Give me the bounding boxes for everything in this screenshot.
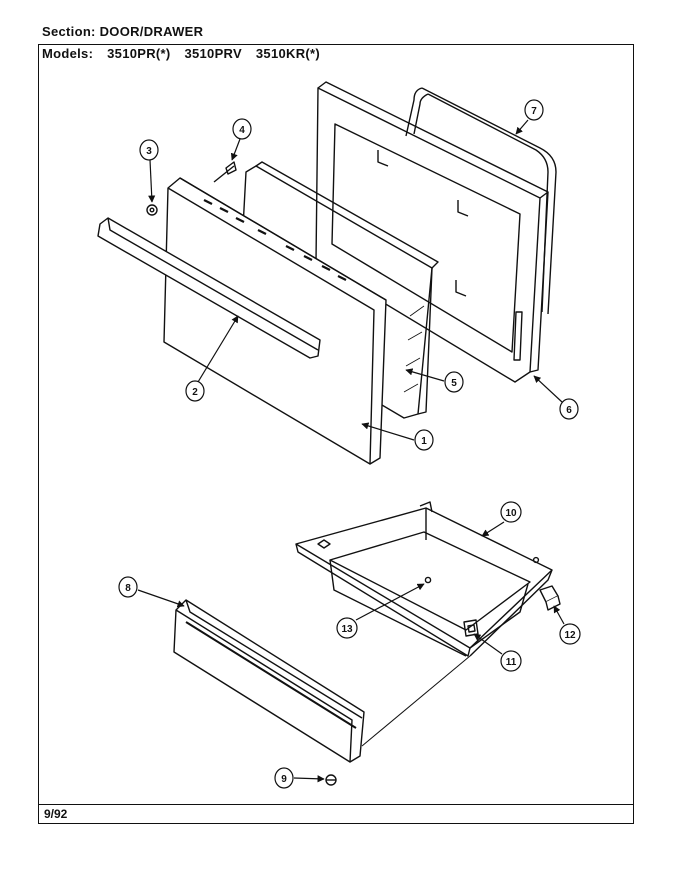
bumper-part-12 (539, 585, 561, 611)
callout-7: 7 (515, 99, 544, 135)
svg-text:2: 2 (192, 387, 198, 398)
model-1: 3510PRV (184, 46, 242, 61)
models-label: Models: (42, 46, 94, 61)
drawer-clip-part-11 (463, 619, 479, 637)
callout-5: 5 (405, 368, 464, 393)
section-value: DOOR/DRAWER (99, 24, 204, 39)
footer-date: 9/92 (44, 807, 68, 821)
drawer-front-part (173, 599, 365, 763)
callout-10: 10 (481, 501, 522, 537)
svg-text:11: 11 (506, 657, 517, 668)
footer-rule (38, 804, 634, 805)
model-0: 3510PR(*) (107, 46, 171, 61)
callout-3: 3 (139, 139, 159, 203)
door-gasket-part (405, 87, 557, 315)
drawer-body-part (295, 501, 553, 657)
svg-text:10: 10 (505, 508, 517, 519)
callout-9: 9 (274, 767, 325, 789)
door-inner-panel-part (237, 161, 439, 419)
callout-8: 8 (118, 576, 185, 608)
callout-1: 1 (361, 422, 434, 451)
svg-text:5: 5 (451, 378, 457, 389)
nut-part-3 (146, 204, 158, 216)
drawer-screws (424, 556, 540, 584)
svg-text:9: 9 (281, 774, 287, 785)
door-handle-part (97, 217, 321, 359)
section-label: Section: (42, 24, 96, 39)
callout-6: 6 (533, 375, 579, 420)
svg-text:12: 12 (564, 630, 576, 641)
section-title: Section: DOOR/DRAWER (42, 24, 203, 39)
callout-4: 4 (230, 118, 252, 161)
svg-text:13: 13 (341, 624, 353, 635)
svg-text:3: 3 (146, 146, 152, 157)
screw-part-4 (213, 161, 237, 183)
callout-2: 2 (185, 315, 239, 402)
svg-text:1: 1 (421, 436, 427, 447)
svg-text:4: 4 (239, 125, 245, 136)
svg-text:6: 6 (566, 405, 572, 416)
diagram-frame (38, 44, 634, 824)
model-2: 3510KR(*) (255, 46, 321, 61)
models-line: Models: 3510PR(*) 3510PRV 3510KR(*) (42, 46, 330, 61)
callout-11: 11 (473, 633, 522, 672)
callout-13: 13 (336, 583, 425, 639)
callout-12: 12 (553, 605, 581, 645)
svg-text:7: 7 (531, 106, 537, 117)
glide-part-9 (325, 774, 337, 786)
svg-text:8: 8 (125, 583, 131, 594)
